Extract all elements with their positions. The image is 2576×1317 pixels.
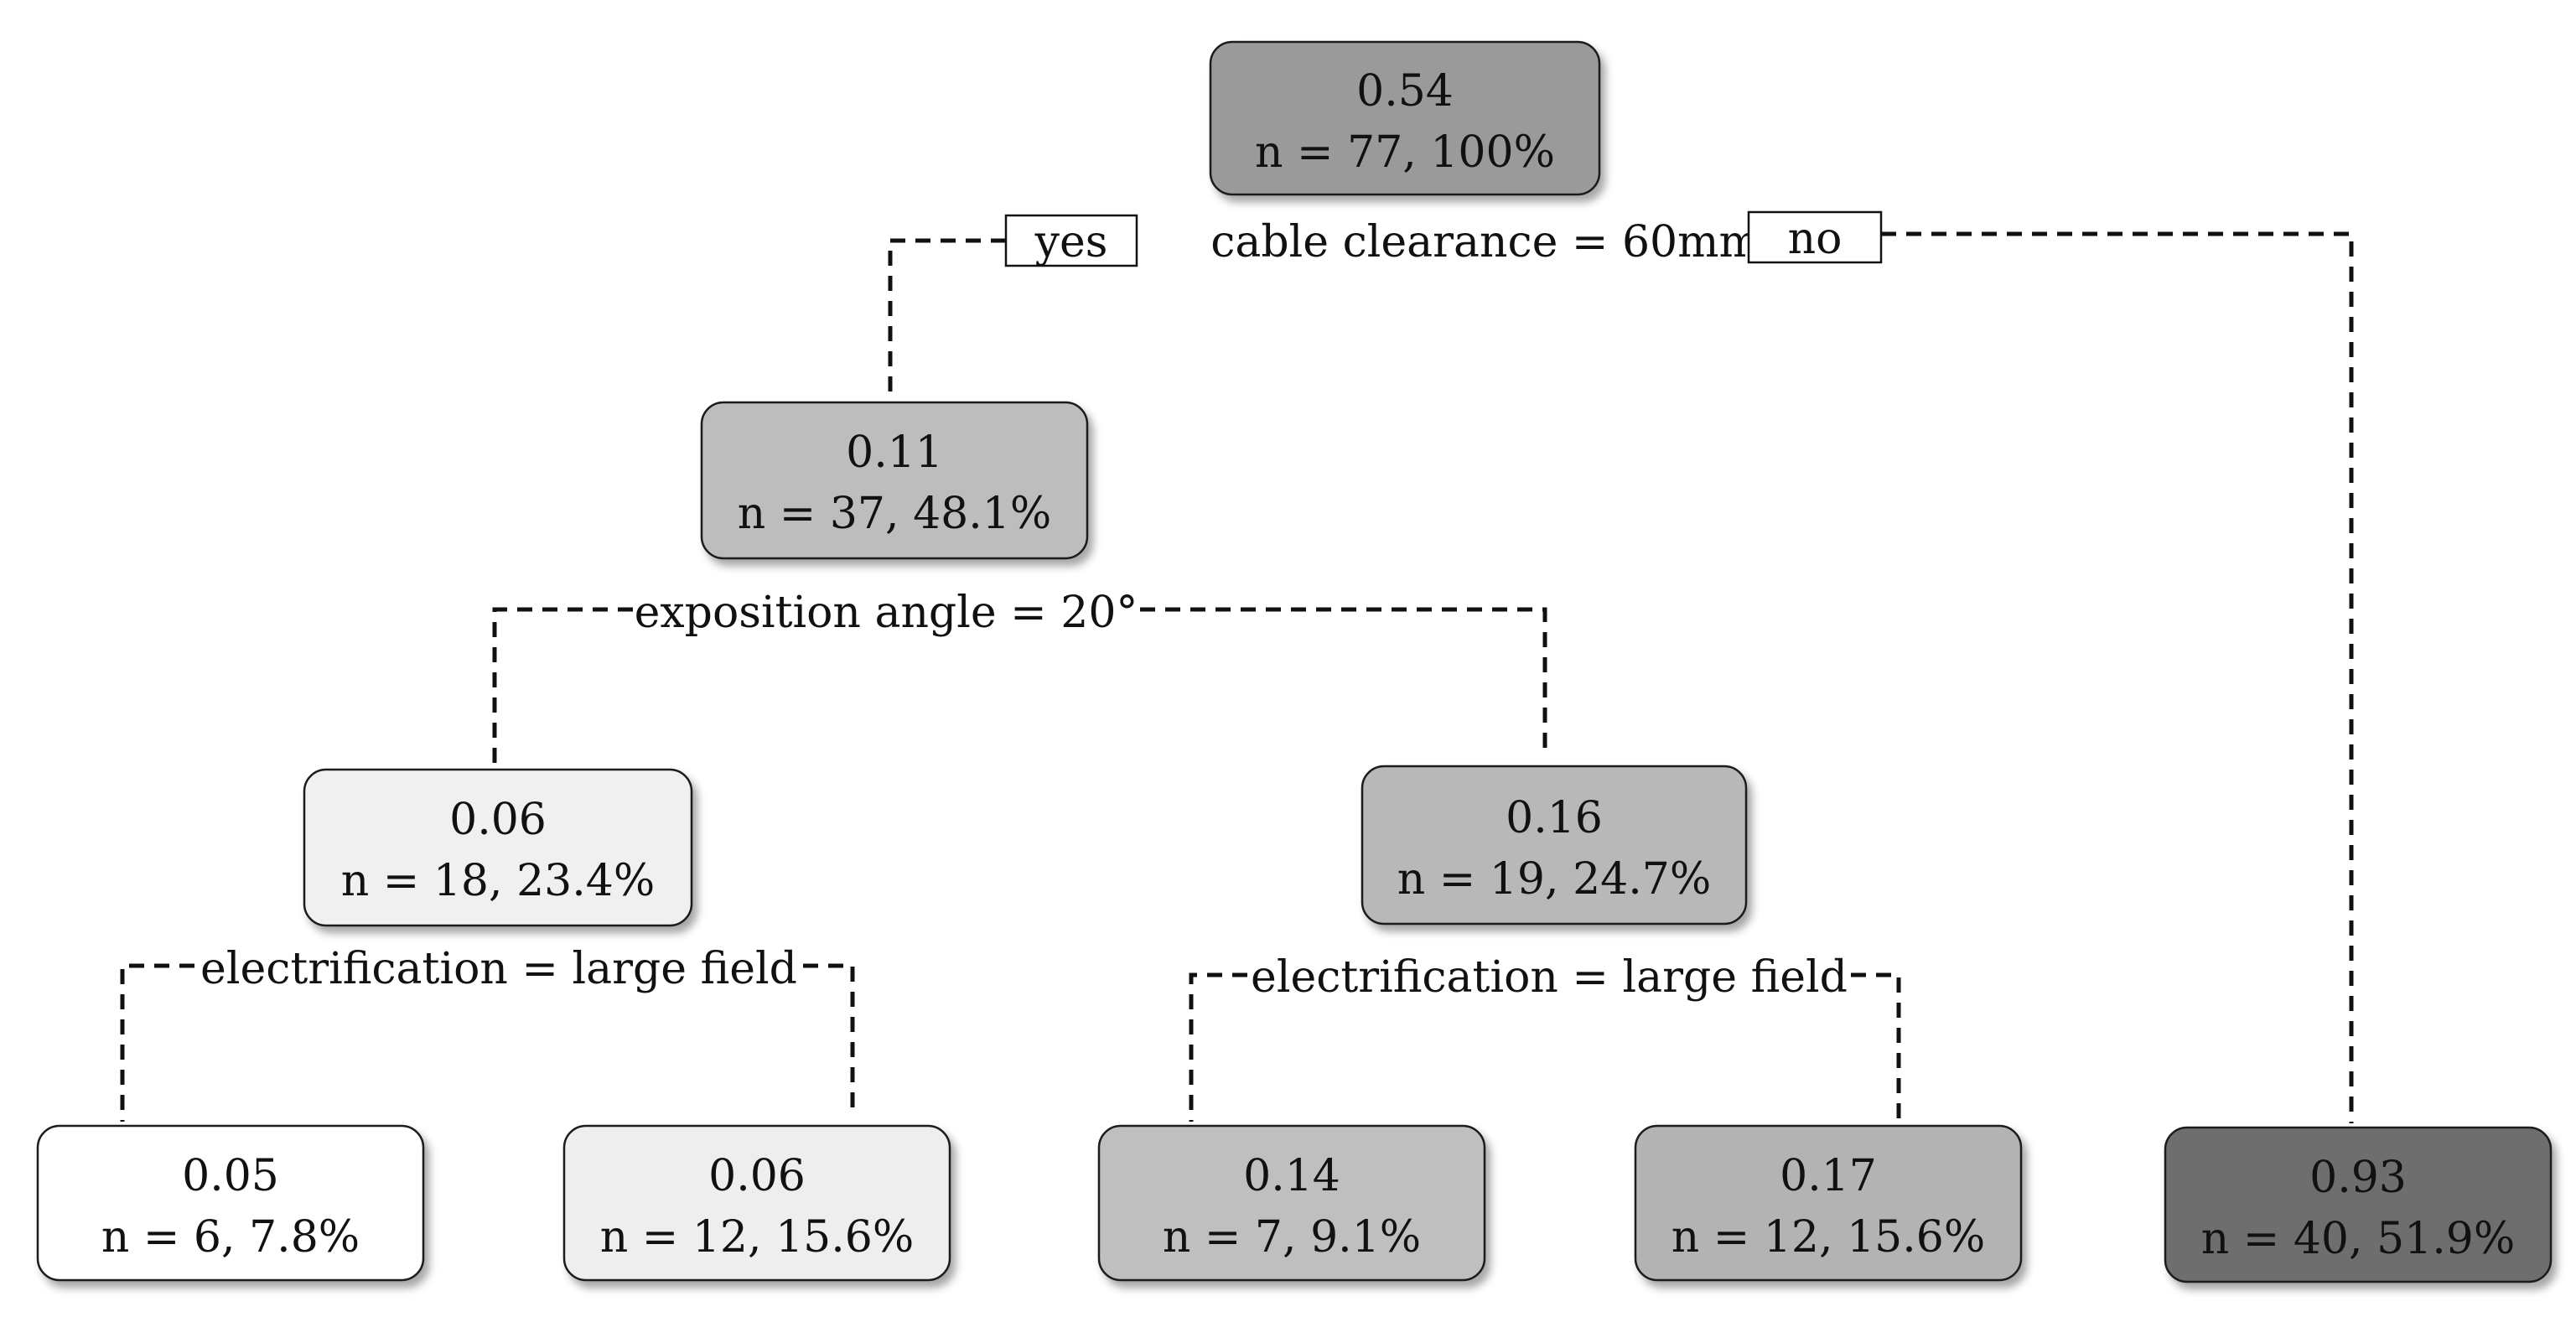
node-stats: n = 40, 51.9% (2201, 1214, 2516, 1264)
edge-lr-to-leaf-4 (1851, 972, 1901, 1122)
node-value: 0.54 (1356, 66, 1454, 117)
tree-node-left: 0.11 n = 37, 48.1% (700, 401, 1089, 560)
edge-left-to-ll (492, 607, 633, 763)
root-split-label: cable clearance = 60mm (1210, 217, 1760, 267)
node-value: 0.93 (2309, 1153, 2407, 1203)
node-box (2164, 1126, 2553, 1283)
node-box (1361, 765, 1748, 926)
node-box (1097, 1124, 1486, 1282)
node-box (700, 401, 1089, 560)
node-value: 0.06 (708, 1151, 806, 1201)
node-box (1209, 40, 1601, 196)
node-stats: n = 18, 23.4% (341, 856, 656, 906)
tree-node-lr: 0.16 n = 19, 24.7% (1361, 765, 1748, 926)
node-stats: n = 19, 24.7% (1397, 854, 1712, 905)
node-value: 0.11 (846, 428, 943, 478)
node-value: 0.16 (1506, 793, 1603, 843)
root-split: yes cable clearance = 60mm no (1004, 210, 1883, 267)
edge-left-to-lr (1140, 607, 1547, 756)
node-stats: n = 7, 9.1% (1163, 1212, 1421, 1263)
tree-leaf-1: 0.05 n = 6, 7.8% (36, 1124, 425, 1282)
tree-leaf-5: 0.93 n = 40, 51.9% (2164, 1126, 2553, 1283)
node-value: 0.17 (1780, 1151, 1877, 1201)
tree-leaf-3: 0.14 n = 7, 9.1% (1097, 1124, 1486, 1282)
node-box (303, 768, 693, 927)
node-box (562, 1124, 951, 1282)
yes-label: yes (1034, 217, 1108, 267)
edge-ll-to-leaf-1 (120, 963, 194, 1122)
node-stats: n = 6, 7.8% (101, 1212, 360, 1263)
node-box (1634, 1124, 2023, 1282)
ll-split-label: electrification = large field (200, 944, 797, 994)
tree-node-ll: 0.06 n = 18, 23.4% (303, 768, 693, 927)
tree-edges (120, 231, 2354, 1123)
node-stats: n = 77, 100% (1255, 127, 1555, 178)
node-stats: n = 37, 48.1% (738, 489, 1052, 539)
tree-leaf-4: 0.17 n = 12, 15.6% (1634, 1124, 2023, 1282)
node-value: 0.06 (449, 795, 547, 845)
no-label-box (1747, 210, 1883, 264)
node-stats: n = 12, 15.6% (600, 1212, 915, 1263)
edge-root-to-left (888, 238, 1006, 392)
node-stats: n = 12, 15.6% (1672, 1212, 1986, 1263)
left-split-label: exposition angle = 20° (635, 588, 1138, 638)
tree-node-root: 0.54 n = 77, 100% (1209, 40, 1601, 196)
lr-split-label: electrification = large field (1251, 952, 1848, 1003)
edge-root-to-leaf-5 (1881, 231, 2354, 1123)
edge-lr-to-leaf-3 (1189, 972, 1247, 1122)
node-box (36, 1124, 425, 1282)
node-value: 0.05 (182, 1151, 279, 1201)
no-label: no (1788, 214, 1843, 264)
yes-label-box (1004, 214, 1138, 267)
tree-leaf-2: 0.06 n = 12, 15.6% (562, 1124, 951, 1282)
node-value: 0.14 (1243, 1151, 1340, 1201)
edge-ll-to-leaf-2 (803, 963, 855, 1115)
